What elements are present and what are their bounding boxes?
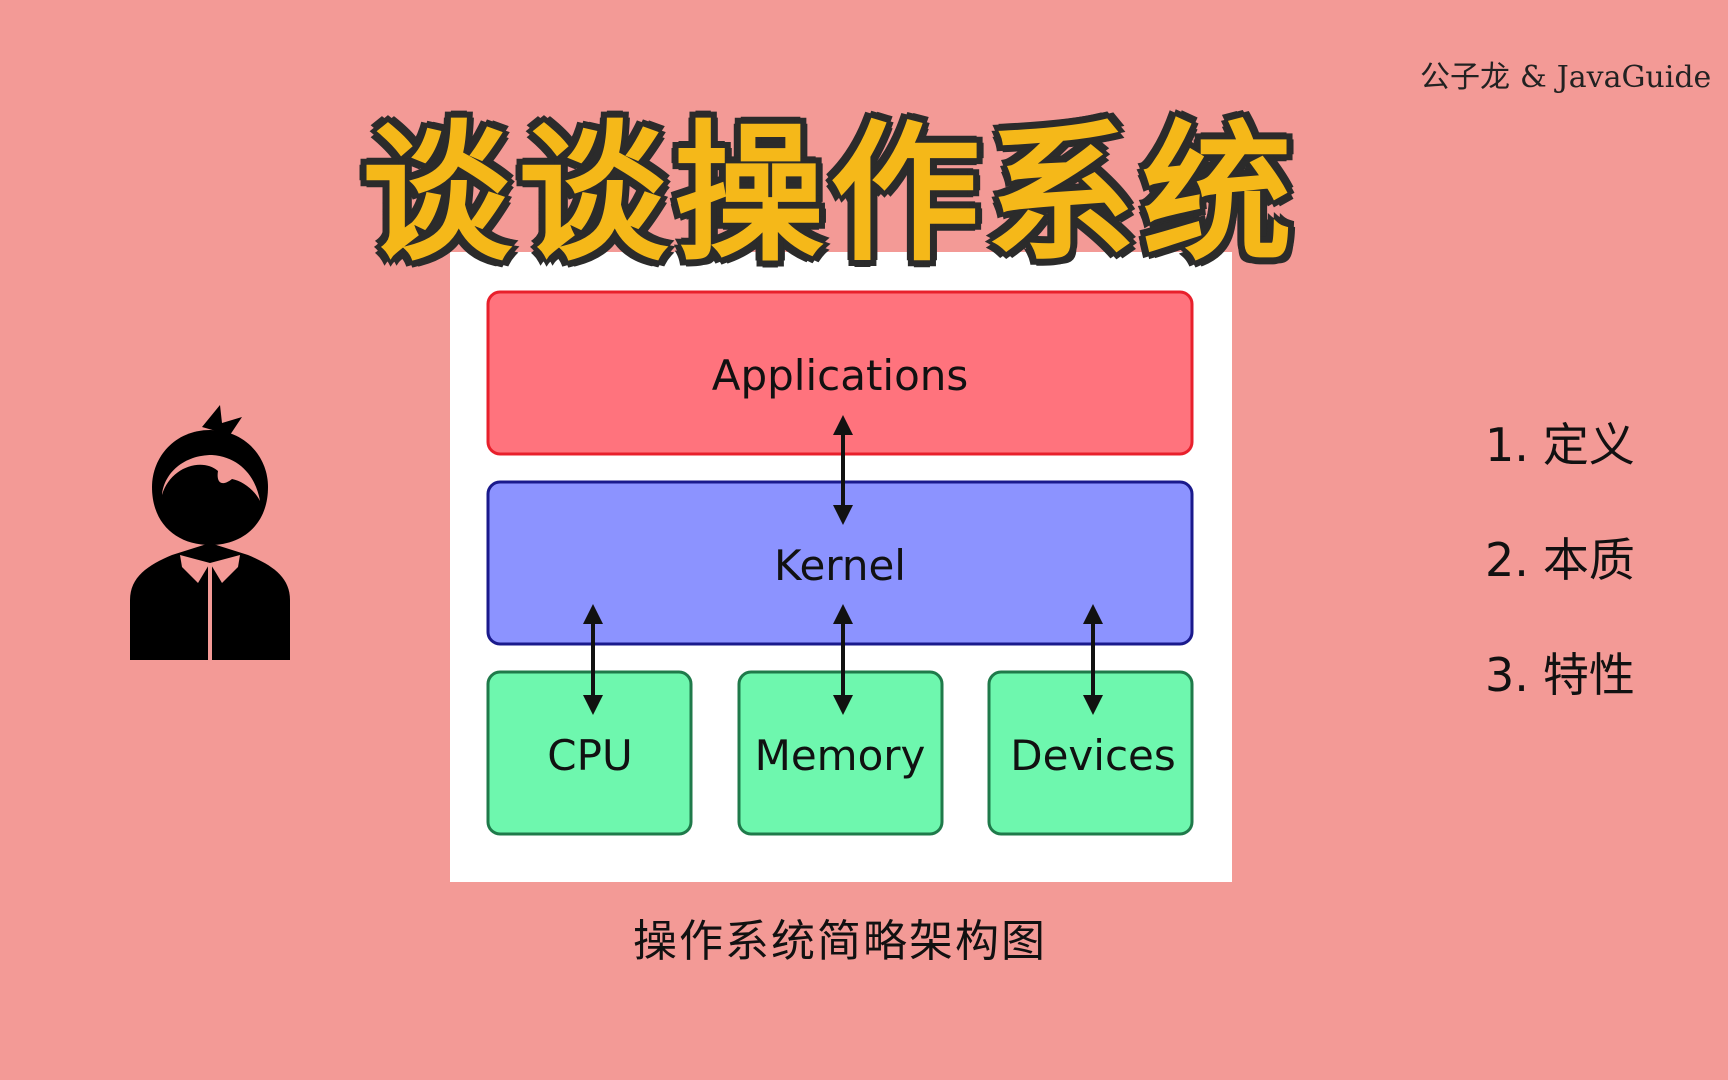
person-avatar-icon <box>130 405 290 660</box>
applications-label: Applications <box>712 351 969 400</box>
page-title: 谈谈操作系统 <box>361 108 1298 282</box>
outline-item-characteristics: 3.特性 <box>1485 645 1705 760</box>
outline-label: 特性 <box>1542 648 1635 702</box>
watermark-separator: & <box>1520 60 1547 95</box>
outline-number: 1. <box>1485 418 1529 472</box>
outline-number: 2. <box>1485 533 1529 587</box>
outline-label: 本质 <box>1542 533 1635 587</box>
watermark: 公子龙&JavaGuide <box>1420 52 1728 96</box>
outline-item-essence: 2.本质 <box>1485 530 1705 645</box>
outline-label: 定义 <box>1542 418 1635 472</box>
kernel-label: Kernel <box>774 541 906 590</box>
devices-label: Devices <box>1010 731 1176 780</box>
diagram-caption: 操作系统简略架构图 <box>633 916 1047 967</box>
outline-number: 3. <box>1485 648 1529 702</box>
cpu-label: CPU <box>547 731 632 780</box>
memory-label: Memory <box>755 731 926 780</box>
outline-item-definition: 1.定义 <box>1485 415 1705 530</box>
watermark-partner: JavaGuide <box>1556 60 1712 95</box>
watermark-author: 公子龙 <box>1420 60 1510 95</box>
outline-list: 1.定义 2.本质 3.特性 <box>1485 415 1705 760</box>
